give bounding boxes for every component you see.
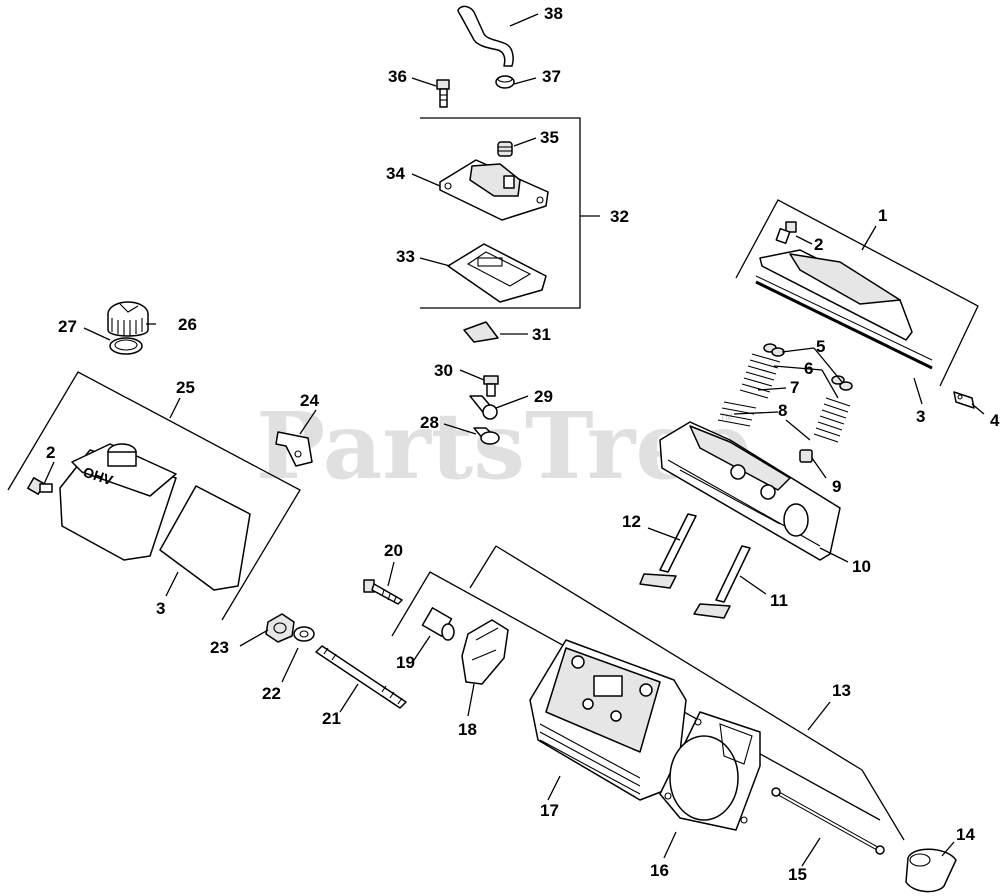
callout-26: 26: [178, 315, 197, 334]
callout-10: 10: [852, 557, 871, 576]
callout-21: 21: [322, 709, 341, 728]
callout-23: 23: [210, 638, 229, 657]
bolt-part: [436, 79, 450, 108]
callout-27: 27: [58, 317, 77, 336]
group-frame-1: [735, 199, 979, 387]
callout-24: 24: [300, 391, 319, 410]
head-gasket-part: [659, 711, 761, 831]
callout-15: 15: [788, 865, 807, 884]
push-rod-part: [771, 787, 885, 855]
callout-11: 11: [770, 591, 788, 610]
callout-6: 6: [804, 359, 813, 378]
valve-cover-left-part: OHV: [59, 443, 177, 561]
bolt-part-right: [775, 221, 797, 245]
callout-4: 4: [990, 411, 1000, 430]
nut-23-part: [265, 613, 295, 643]
callout-35: 35: [540, 128, 559, 147]
tappet-part: [905, 848, 957, 893]
callout-14: 14: [956, 825, 975, 844]
hose-clamp-part: [495, 75, 515, 89]
callout-16: 16: [650, 861, 669, 880]
breather-gasket-part: [447, 243, 547, 303]
callout-labels: 38 36 37 35 34 32 33 1 2 26 27 31 5 6 7 …: [46, 4, 1000, 884]
breather-hose-part: [457, 5, 514, 67]
callout-5: 5: [816, 337, 825, 356]
bolt-20-part: [363, 579, 403, 605]
callout-36: 36: [388, 67, 407, 86]
callout-2-left: 2: [46, 443, 55, 462]
group-frame-25: [7, 371, 301, 621]
gasket-left-part: [159, 485, 251, 591]
rocker-pivot-19-part: [421, 607, 455, 641]
callout-37: 37: [542, 67, 561, 86]
callout-3-right: 3: [916, 407, 925, 426]
callout-19: 19: [396, 653, 415, 672]
washer-22-part: [293, 626, 315, 642]
callout-13: 13: [832, 681, 851, 700]
cylinder-head-part: [659, 421, 841, 561]
callout-18: 18: [458, 720, 477, 739]
bracket-part: [953, 391, 975, 409]
stud-21-part: [315, 645, 407, 709]
oil-fill-cap-part: [107, 301, 149, 337]
valve-12-part: [639, 513, 697, 589]
callout-33: 33: [396, 247, 415, 266]
callout-29: 29: [534, 387, 553, 406]
group-frame-32: [420, 117, 600, 309]
callout-38: 38: [544, 4, 563, 23]
cylinder-head-lower-part: [529, 639, 687, 801]
callout-7: 7: [790, 378, 799, 397]
callout-2-right: 2: [814, 235, 823, 254]
leader-lines: [43, 13, 985, 867]
callout-20: 20: [384, 541, 403, 560]
callout-31: 31: [532, 325, 551, 344]
bolt-part-left: [27, 477, 53, 495]
valve-cover-part: [755, 249, 933, 370]
rocker-arm-18-part: [461, 619, 509, 685]
o-ring-part: [109, 337, 143, 355]
wedge-part: [463, 321, 499, 343]
valve-11-part: [693, 545, 751, 619]
terminal-lug-part: [469, 395, 498, 420]
callout-8: 8: [778, 401, 787, 420]
valve-spring-stack-part: [717, 343, 853, 463]
trademark: TM: [720, 412, 733, 422]
callout-30: 30: [434, 361, 453, 380]
callout-12: 12: [622, 512, 641, 531]
callout-3-left: 3: [156, 599, 165, 618]
callout-22: 22: [262, 684, 281, 703]
callout-34: 34: [386, 164, 405, 183]
bracket-24-part: [275, 431, 313, 467]
callout-25: 25: [176, 378, 195, 397]
callout-32: 32: [610, 207, 629, 226]
spring-small-part: [497, 141, 513, 157]
callout-9: 9: [832, 477, 841, 496]
callout-17: 17: [540, 801, 559, 820]
terminal-lug-part-2: [473, 427, 500, 445]
callout-1: 1: [878, 206, 887, 225]
breather-cover-part: [439, 159, 549, 221]
callout-28: 28: [420, 413, 439, 432]
